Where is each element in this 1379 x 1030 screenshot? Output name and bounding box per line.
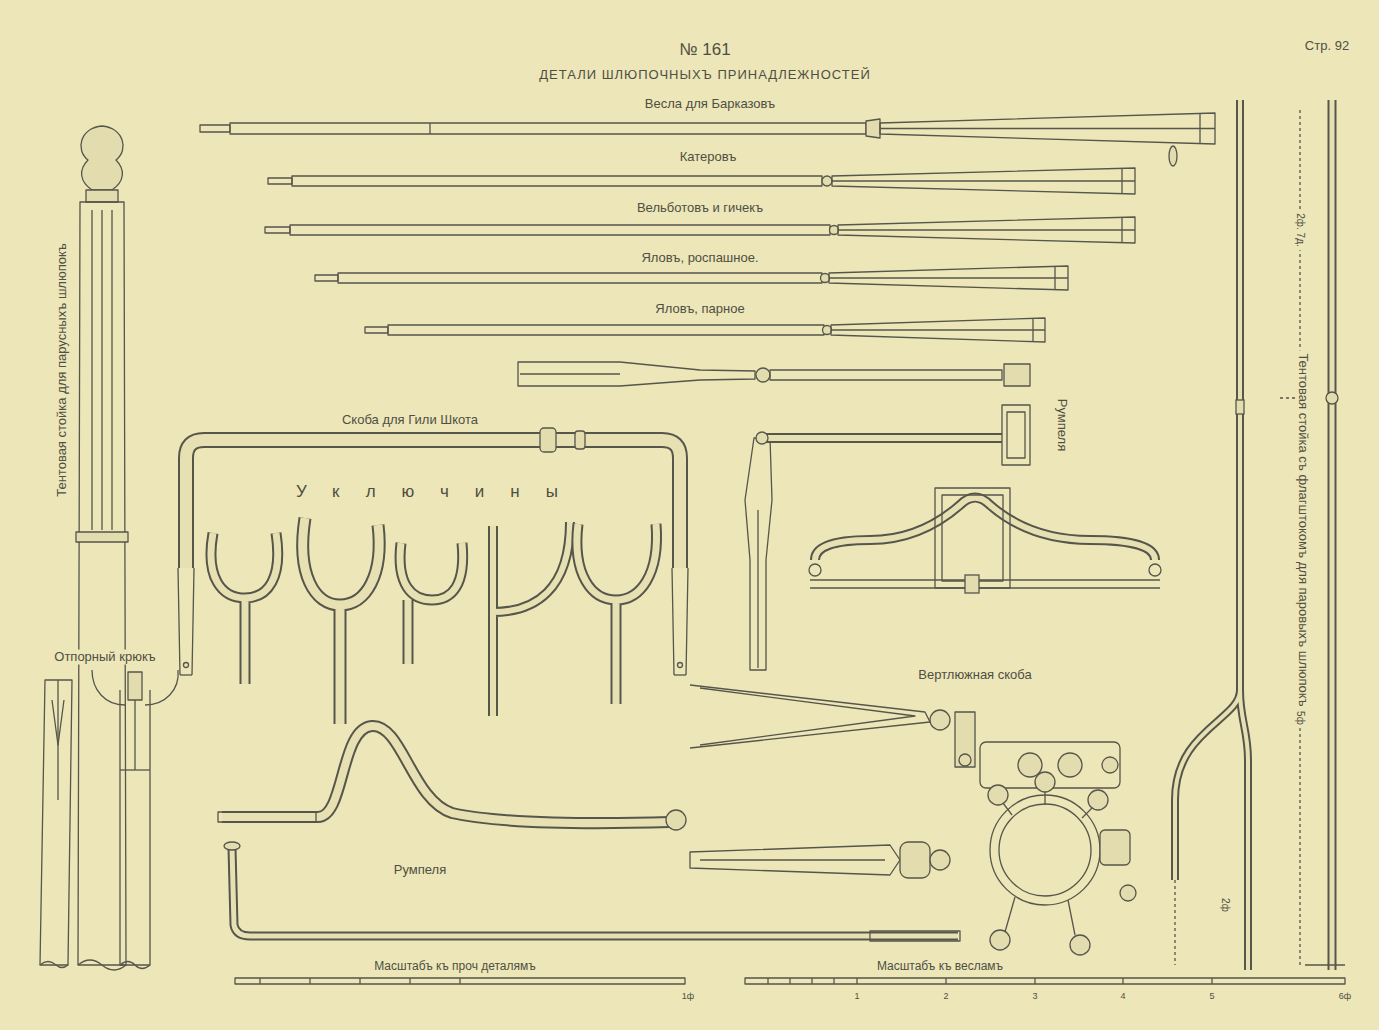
plate-title: ДЕТАЛИ ШЛЮПОЧНЫХЪ ПРИНАДЛЕЖНОСТЕЙ (536, 68, 874, 83)
scale-number: 3 (1029, 991, 1040, 1001)
part-name: Тентовая стойка для парусныхъ шлюпокъ (55, 240, 70, 500)
part-name: Вельботовъ и гичекъ (634, 201, 766, 216)
part-name: Тентовая стойка съ флагштокомъ для паров… (1296, 350, 1311, 709)
part-name: Яловъ, роспашное. (638, 251, 761, 266)
part-name: Румпеля (391, 863, 449, 878)
dimension: 5ф (1294, 708, 1306, 728)
page-number: Стр. 92 (1302, 39, 1352, 54)
scale-caption: Масштабъ къ весламъ (874, 960, 1006, 974)
part-name: Вертлюжная скоба (915, 668, 1034, 683)
dimension: 2ф (1219, 895, 1231, 915)
part-name: Скоба для Гили Шкота (339, 413, 481, 428)
part-name: Румпеля (1055, 396, 1070, 454)
plate-number: № 161 (676, 40, 733, 60)
scale-number: 2 (940, 991, 951, 1001)
part-name: Уключины (293, 482, 587, 502)
part-name: Отпорный крюкъ (51, 650, 158, 665)
part-name: Яловъ, парное (652, 302, 747, 317)
part-name: Весла для Барказовъ (642, 97, 778, 112)
scale-number: 5 (1206, 991, 1217, 1001)
scale-number: 4 (1117, 991, 1128, 1001)
scale-caption: Масштабъ къ проч деталямъ (371, 960, 539, 974)
dimension: 2ф. 7д. (1294, 210, 1306, 250)
scale-number: 6ф (1336, 991, 1354, 1001)
scale-number: 1ф (679, 991, 697, 1001)
scale-number: 1 (851, 991, 862, 1001)
part-name: Катеровъ (677, 150, 740, 165)
